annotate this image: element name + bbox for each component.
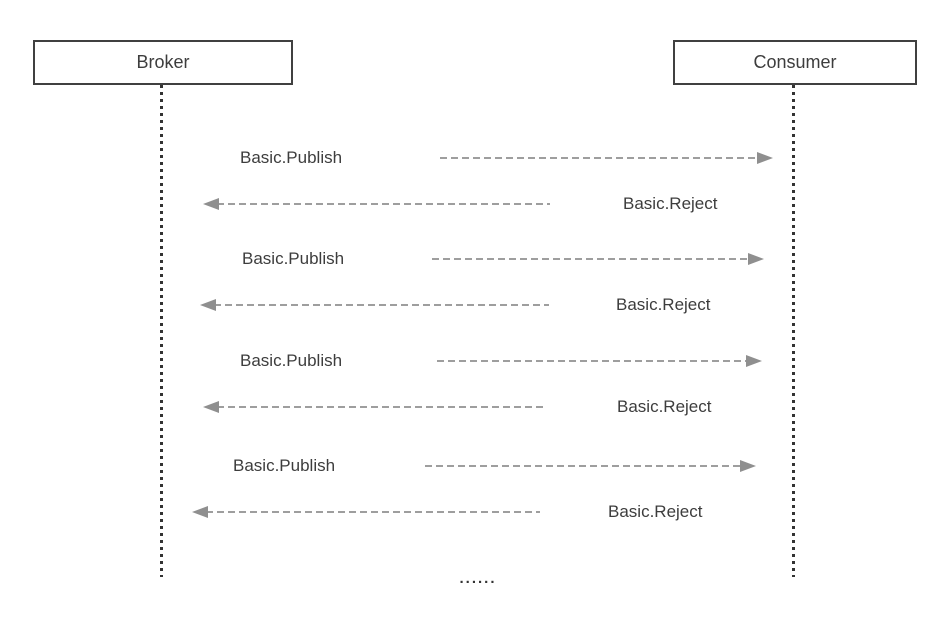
arrowhead-left-icon bbox=[203, 198, 219, 210]
message-2-reject-label: Basic.Reject bbox=[616, 295, 711, 314]
message-2-publish-arrow bbox=[432, 253, 764, 265]
arrowhead-left-icon bbox=[203, 401, 219, 413]
message-4-publish-arrow bbox=[425, 460, 756, 472]
actor-label-consumer: Consumer bbox=[753, 52, 837, 72]
message-3-reject-arrow bbox=[203, 401, 543, 413]
arrowhead-left-icon bbox=[200, 299, 216, 311]
dashed-line bbox=[217, 203, 550, 205]
dashed-line bbox=[425, 465, 742, 467]
message-4-reject-arrow bbox=[192, 506, 540, 518]
actor-box-consumer: Consumer bbox=[673, 40, 917, 85]
continuation-ellipsis: ...... bbox=[459, 570, 497, 587]
message-4-reject-label: Basic.Reject bbox=[608, 502, 703, 521]
message-2-publish-label: Basic.Publish bbox=[242, 249, 345, 268]
dashed-line bbox=[217, 406, 543, 408]
message-1-reject-arrow bbox=[203, 198, 550, 210]
message-2-reject-arrow bbox=[200, 299, 549, 311]
arrowhead-right-icon bbox=[746, 355, 762, 367]
message-3-publish-arrow bbox=[437, 355, 762, 367]
actor-box-broker: Broker bbox=[33, 40, 293, 85]
dashed-line bbox=[432, 258, 750, 260]
dashed-line bbox=[440, 157, 759, 159]
actor-label-broker: Broker bbox=[136, 52, 190, 72]
arrowhead-right-icon bbox=[748, 253, 764, 265]
message-3-reject-label: Basic.Reject bbox=[617, 397, 712, 416]
consumer-lifeline bbox=[792, 85, 795, 577]
message-1-publish-label: Basic.Publish bbox=[240, 148, 343, 167]
message-1-publish-arrow bbox=[440, 152, 773, 164]
message-1-reject-label: Basic.Reject bbox=[623, 194, 718, 213]
arrowhead-left-icon bbox=[192, 506, 208, 518]
dashed-line bbox=[214, 304, 549, 306]
dashed-line bbox=[206, 511, 540, 513]
message-4-publish-label: Basic.Publish bbox=[233, 456, 336, 475]
broker-lifeline bbox=[160, 85, 163, 577]
arrowhead-right-icon bbox=[740, 460, 756, 472]
dashed-line bbox=[437, 360, 748, 362]
arrowhead-right-icon bbox=[757, 152, 773, 164]
message-3-publish-label: Basic.Publish bbox=[240, 351, 343, 370]
